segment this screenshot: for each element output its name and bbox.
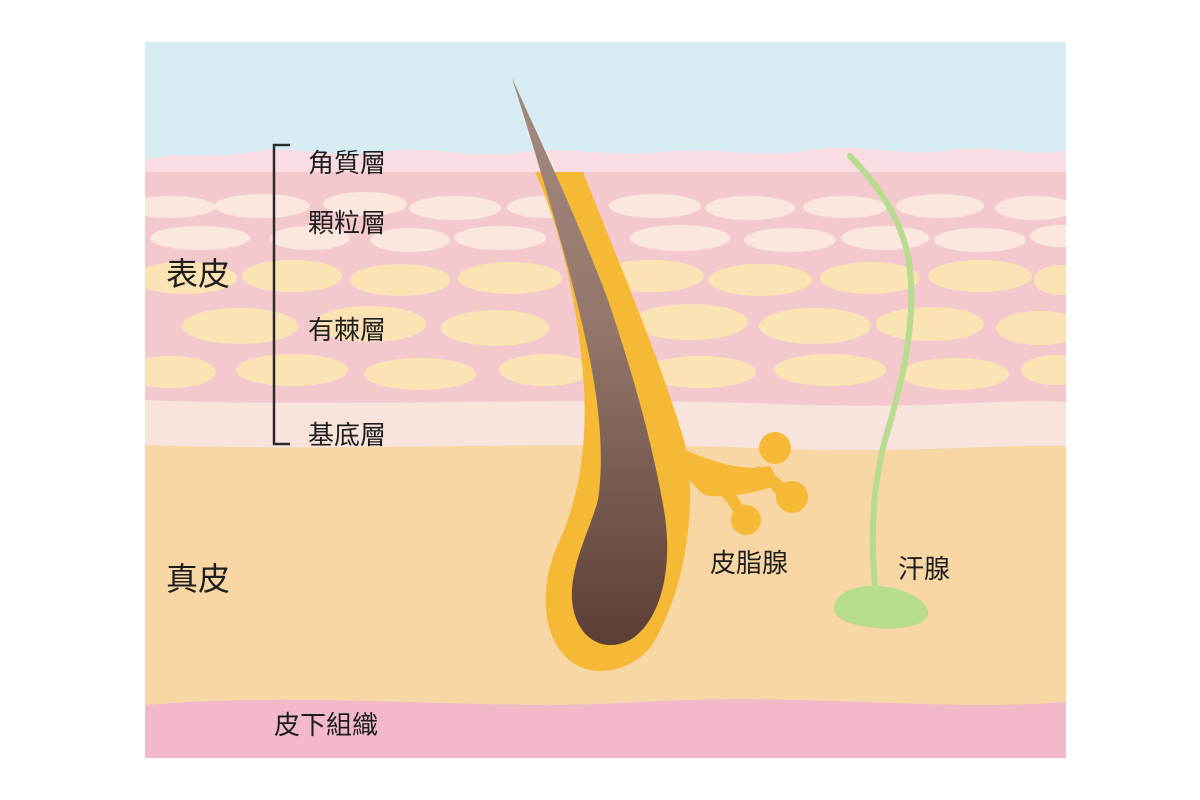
sweat-gland-duct	[847, 153, 915, 599]
label-stratum-spinosum: 有棘層	[308, 316, 386, 346]
sebaceous-gland-shape	[676, 432, 808, 535]
label-stratum-basale: 基底層	[308, 421, 386, 451]
subcutaneous-layer	[145, 699, 1066, 758]
label-epidermis: 表皮	[166, 255, 230, 293]
label-subcutaneous-tissue: 皮下組織	[274, 711, 378, 741]
sweat-gland-coil	[833, 585, 928, 629]
label-sweat-gland: 汗腺	[898, 555, 950, 585]
spinosum-cells	[145, 260, 1066, 390]
hair-shaft	[512, 78, 668, 646]
label-stratum-corneum: 角質層	[308, 149, 386, 179]
epidermis-bracket	[272, 143, 290, 446]
skin-cross-section	[145, 42, 1066, 758]
label-stratum-granulosum: 顆粒層	[308, 209, 386, 239]
granulosum-cells	[145, 192, 1066, 252]
label-dermis: 真皮	[166, 560, 230, 598]
label-sebaceous-gland: 皮脂腺	[710, 549, 788, 579]
